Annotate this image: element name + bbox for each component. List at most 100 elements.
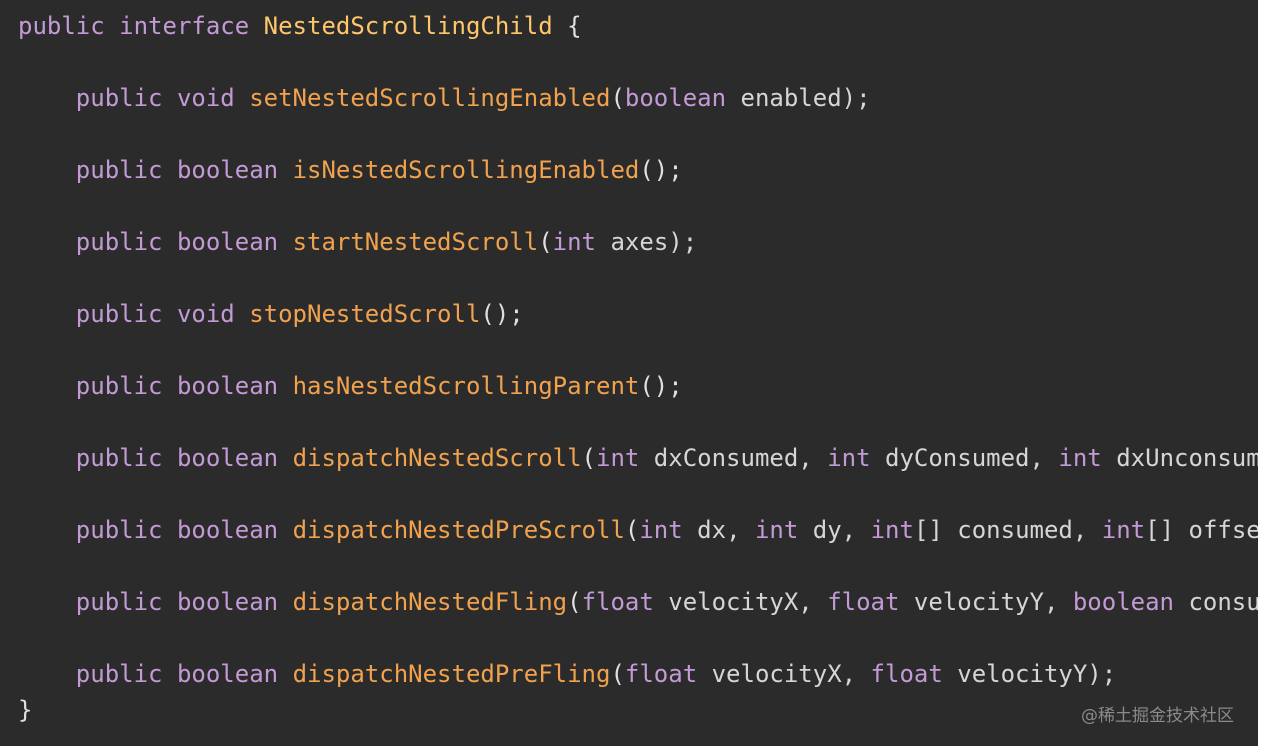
code-token: ( xyxy=(538,228,553,256)
code-token: velocityX, xyxy=(697,660,871,688)
code-token xyxy=(278,444,292,472)
code-token xyxy=(18,660,76,688)
code-token: public xyxy=(75,156,163,184)
code-token: startNestedScroll xyxy=(292,228,539,256)
code-token: ( xyxy=(581,444,596,472)
code-token xyxy=(278,588,292,616)
code-token xyxy=(278,156,292,184)
code-line: public interface NestedScrollingChild { xyxy=(18,8,582,44)
code-token: boolean xyxy=(624,84,727,112)
code-token xyxy=(235,300,249,328)
code-token: interface xyxy=(119,12,250,40)
code-token: int xyxy=(827,444,871,472)
code-token: float xyxy=(581,588,654,616)
code-token: ( xyxy=(610,84,625,112)
code-token xyxy=(18,84,76,112)
code-token: int xyxy=(870,516,914,544)
code-token xyxy=(278,228,292,256)
code-token xyxy=(18,228,76,256)
code-line: public boolean dispatchNestedScroll(int … xyxy=(18,440,1258,476)
code-token xyxy=(163,516,177,544)
code-token: dy, xyxy=(798,516,871,544)
code-token xyxy=(18,588,76,616)
code-token: public xyxy=(75,444,163,472)
code-token: dispatchNestedScroll xyxy=(292,444,582,472)
code-token: stopNestedScroll xyxy=(249,300,481,328)
code-token: [] offse xyxy=(1145,516,1258,544)
code-token: public xyxy=(75,588,163,616)
code-token: velocityX, xyxy=(653,588,828,616)
code-line: public boolean startNestedScroll(int axe… xyxy=(18,224,697,260)
code-token: (); xyxy=(639,156,683,184)
code-token: dx, xyxy=(682,516,755,544)
code-token: public xyxy=(75,660,163,688)
code-token xyxy=(18,444,76,472)
code-token: (); xyxy=(639,372,683,400)
code-token: public xyxy=(75,228,163,256)
code-token: void xyxy=(176,84,235,112)
code-token: public xyxy=(75,372,163,400)
code-token: boolean xyxy=(176,156,279,184)
code-line: } xyxy=(18,692,32,728)
code-token: int xyxy=(1058,444,1102,472)
code-token: float xyxy=(827,588,900,616)
code-token: dxUnconsume xyxy=(1101,444,1258,472)
code-token: dispatchNestedPreScroll xyxy=(292,516,625,544)
code-token: ( xyxy=(624,516,640,544)
code-line: public boolean dispatchNestedPreFling(fl… xyxy=(18,656,1116,692)
code-token xyxy=(18,156,76,184)
code-token: public xyxy=(75,300,163,328)
code-token: float xyxy=(870,660,943,688)
code-token xyxy=(163,444,177,472)
code-token: hasNestedScrollingParent xyxy=(292,372,640,400)
code-token: NestedScrollingChild xyxy=(263,12,553,40)
code-token: axes); xyxy=(596,228,698,256)
code-token xyxy=(18,372,76,400)
code-token xyxy=(163,156,177,184)
code-token: (); xyxy=(480,300,524,328)
code-token xyxy=(163,660,177,688)
code-token: boolean xyxy=(176,372,279,400)
code-token xyxy=(163,372,177,400)
code-token: boolean xyxy=(176,660,279,688)
code-token: int xyxy=(552,228,597,256)
code-token: public xyxy=(18,12,105,40)
code-token xyxy=(163,228,177,256)
code-token: boolean xyxy=(176,444,279,472)
code-token xyxy=(18,300,76,328)
watermark: @稀土掘金技术社区 xyxy=(1081,706,1234,726)
code-token xyxy=(18,516,76,544)
code-token xyxy=(235,84,249,112)
code-token: float xyxy=(624,660,698,688)
code-token: int xyxy=(596,444,640,472)
code-token: velocityY); xyxy=(942,660,1117,688)
code-token xyxy=(105,12,119,40)
code-token xyxy=(163,300,177,328)
code-token xyxy=(278,372,292,400)
code-line: public void stopNestedScroll(); xyxy=(18,296,524,332)
code-token: void xyxy=(176,300,235,328)
code-token: consu xyxy=(1174,588,1258,616)
code-token: int xyxy=(754,516,799,544)
code-token: public xyxy=(75,84,163,112)
code-token: dyConsumed, xyxy=(870,444,1059,472)
code-token: boolean xyxy=(176,588,279,616)
code-token: boolean xyxy=(176,516,279,544)
code-token: boolean xyxy=(1072,588,1174,616)
code-token: dispatchNestedPreFling xyxy=(292,660,611,688)
code-token: enabled); xyxy=(726,84,871,112)
code-token: isNestedScrollingEnabled xyxy=(292,156,640,184)
code-token xyxy=(163,84,177,112)
code-token: { xyxy=(552,12,582,40)
code-token: } xyxy=(18,696,33,724)
code-token: boolean xyxy=(176,228,279,256)
code-token: dxConsumed, xyxy=(639,444,828,472)
code-token xyxy=(249,12,263,40)
code-line: public boolean dispatchNestedFling(float… xyxy=(18,584,1258,620)
code-token: [] consumed, xyxy=(913,516,1102,544)
code-token: ( xyxy=(567,588,582,616)
code-token: ( xyxy=(610,660,625,688)
code-line: public boolean isNestedScrollingEnabled(… xyxy=(18,152,683,188)
code-token: int xyxy=(1101,516,1146,544)
